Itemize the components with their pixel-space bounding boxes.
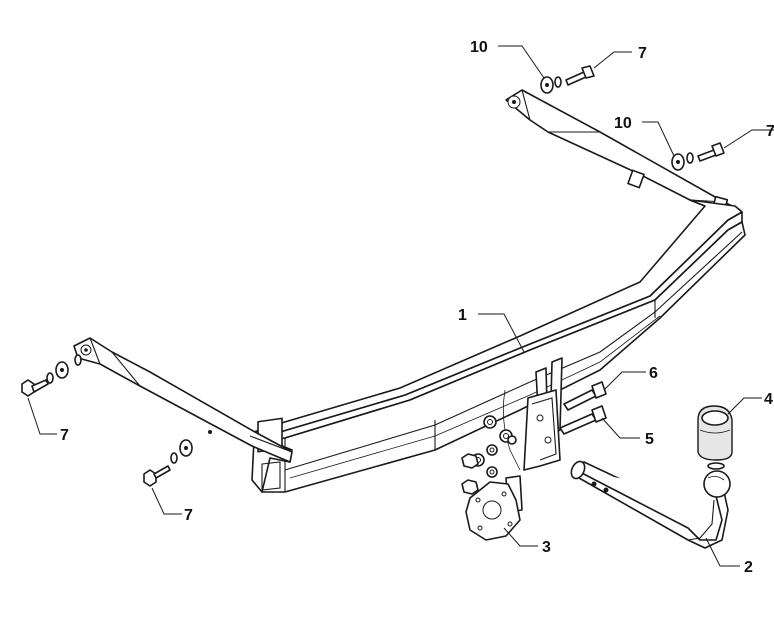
callout-1: 1 (458, 307, 467, 324)
callout-4: 4 (764, 391, 773, 408)
part-5-bolt (559, 405, 607, 435)
callout-10-top: 10 (470, 39, 488, 56)
socket-fasteners (461, 415, 517, 495)
callout-7-right: 7 (766, 123, 774, 140)
part-7-bolt-left (21, 354, 82, 397)
callout-10-right: 10 (614, 115, 632, 132)
part-6-bolt (563, 381, 607, 411)
callout-7-top: 7 (638, 45, 647, 62)
callout-7-lower-left: 7 (184, 507, 193, 524)
part-3-socket-plate (465, 475, 523, 541)
part-7-bolt-top (565, 65, 595, 86)
part-4-ball-cap (697, 405, 733, 461)
part-2-tow-ball-neck (570, 460, 731, 549)
part-7-bolt-right (697, 142, 725, 162)
part-10-washer-right (671, 152, 694, 171)
part-7-bolt-lower-left (143, 439, 193, 487)
callout-5: 5 (645, 431, 654, 448)
leader-lines (27, 45, 774, 567)
part-1-tow-bar-frame (73, 89, 746, 493)
callout-6: 6 (649, 365, 658, 382)
callout-7-left: 7 (60, 427, 69, 444)
callout-3: 3 (542, 539, 551, 556)
part-10-washer-top (540, 76, 562, 94)
callout-2: 2 (744, 559, 753, 576)
